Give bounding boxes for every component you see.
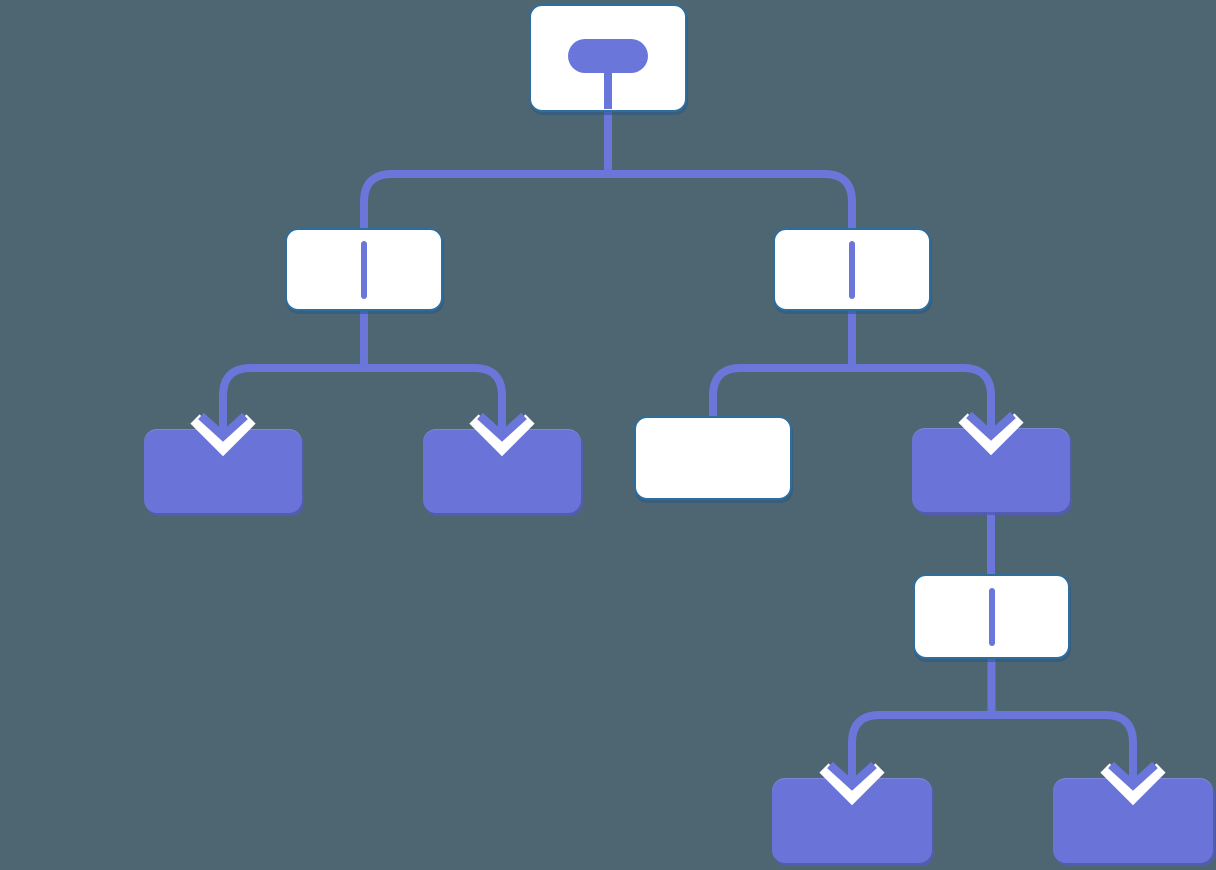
vertical-bar-icon bbox=[361, 240, 367, 299]
connector-line bbox=[364, 364, 506, 405]
vertical-bar-icon bbox=[988, 587, 995, 646]
connector-line bbox=[848, 711, 992, 754]
connector-line bbox=[360, 170, 608, 232]
child-node-collapsed[interactable] bbox=[912, 428, 1070, 512]
leaf-node-2[interactable] bbox=[423, 429, 581, 513]
connector-line bbox=[991, 711, 1137, 754]
leaf-node-1[interactable] bbox=[144, 429, 302, 513]
child-node-plain[interactable] bbox=[634, 416, 792, 500]
connector-line bbox=[709, 364, 852, 420]
sub-branch-node[interactable] bbox=[913, 574, 1070, 659]
branch-node-left[interactable] bbox=[285, 228, 443, 311]
vertical-bar-icon bbox=[849, 240, 855, 299]
connector-line bbox=[608, 170, 856, 232]
connector-line bbox=[219, 364, 364, 405]
connector-line bbox=[852, 364, 995, 404]
leaf-node-4[interactable] bbox=[1053, 778, 1213, 863]
root-topic-icon bbox=[568, 39, 648, 109]
root-node[interactable] bbox=[529, 4, 687, 112]
leaf-node-3[interactable] bbox=[772, 778, 932, 863]
branch-node-right[interactable] bbox=[773, 228, 931, 311]
